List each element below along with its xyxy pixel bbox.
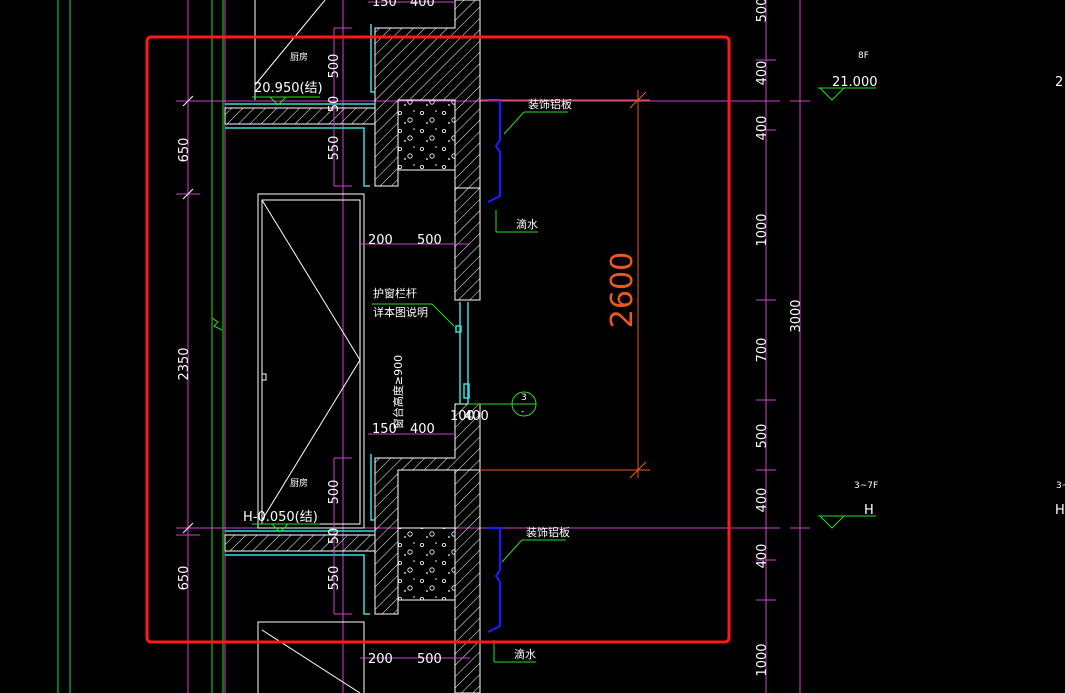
- room-label-bottom: 厨房: [290, 477, 308, 489]
- panel-label-bottom: 装饰铝板: [526, 525, 570, 539]
- detail-callout-bubble: [511, 391, 537, 417]
- elevation-bottom-label: H-0.050(结): [243, 510, 318, 525]
- elevation-top-label: 20.950(结): [254, 81, 323, 96]
- lower-dim-150: 150: [372, 422, 397, 437]
- sill-height-note: 窗台高度≥900: [391, 355, 405, 429]
- upper-beam: [374, 0, 481, 301]
- right-level-tag-8f: 8F: [858, 51, 869, 61]
- right-dim-400-d: 400: [755, 544, 770, 569]
- right-dim-1000-a: 1000: [755, 213, 770, 246]
- inner-dim-strings: [333, 1, 470, 659]
- bottom-dim-500: 500: [417, 652, 442, 667]
- upper-dim-550: 550: [327, 136, 342, 161]
- sill-dim-100: 100: [450, 409, 475, 424]
- left-dim-650-bottom: 650: [177, 566, 192, 591]
- upper-dim-500: 500: [327, 54, 342, 79]
- main-dimension-2600: [480, 90, 650, 479]
- detail-bubble-bottom: -: [521, 407, 524, 417]
- lower-dim-500: 500: [327, 480, 342, 505]
- right-level-partial-tag: 3~: [1056, 481, 1065, 491]
- top-dim-400: 400: [410, 0, 435, 10]
- right-dim-500-mid: 500: [755, 424, 770, 449]
- left-dim-650-top: 650: [177, 138, 192, 163]
- right-dim-400-c: 400: [755, 488, 770, 513]
- right-dim-400-b: 400: [755, 116, 770, 141]
- break-symbol: [211, 317, 223, 331]
- railing-label-line1: 护窗栏杆: [373, 286, 417, 300]
- upper-dim-50: 50: [327, 96, 342, 113]
- floor-slabs: [224, 107, 376, 552]
- right-level-partial-h: H: [1055, 503, 1065, 518]
- main-dim-2600-label: 2600: [605, 252, 640, 328]
- railing-label-line2: 详本图说明: [373, 305, 428, 319]
- top-dim-150: 150: [372, 0, 397, 10]
- right-dim-500-top: 500: [755, 0, 770, 22]
- panel-label-top: 装饰铝板: [528, 97, 572, 111]
- lower-dim-400: 400: [410, 422, 435, 437]
- right-level-h: H: [864, 503, 874, 518]
- left-wall-lines: [57, 0, 224, 693]
- drip-label-top: 滴水: [516, 217, 538, 231]
- elevation-markers: [269, 87, 845, 533]
- finish-lines: [225, 24, 470, 615]
- door-window-element: [257, 193, 365, 693]
- lower-beam: [374, 403, 481, 693]
- sill-dim-400: 400: [464, 409, 489, 424]
- right-dim-1000-b: 1000: [755, 643, 770, 676]
- detail-bubble-top: 3: [521, 393, 527, 403]
- highlight-frame: [145, 35, 731, 644]
- left-dim-ticks: [182, 95, 194, 534]
- bottom-dim-200: 200: [368, 652, 393, 667]
- right-dim-3000: 3000: [789, 299, 804, 332]
- drip-label-bottom: 滴水: [514, 647, 536, 661]
- right-dim-400-a: 400: [755, 61, 770, 86]
- mid-dim-200: 200: [368, 233, 393, 248]
- right-level-tag-3-7f: 3~7F: [854, 481, 878, 491]
- right-level-partial-2: 2: [1055, 75, 1063, 90]
- label-leaders: [252, 87, 876, 663]
- mid-dim-500: 500: [417, 233, 442, 248]
- lower-dim-550: 550: [327, 566, 342, 591]
- right-level-21000: 21.000: [832, 75, 878, 90]
- room-label-top: 厨房: [290, 51, 308, 63]
- lower-dim-50: 50: [327, 528, 342, 545]
- left-dim-2350: 2350: [177, 347, 192, 380]
- decorative-aluminum-panels: [487, 98, 502, 633]
- right-dim-700: 700: [755, 338, 770, 363]
- roof-diagonal: [254, 0, 326, 100]
